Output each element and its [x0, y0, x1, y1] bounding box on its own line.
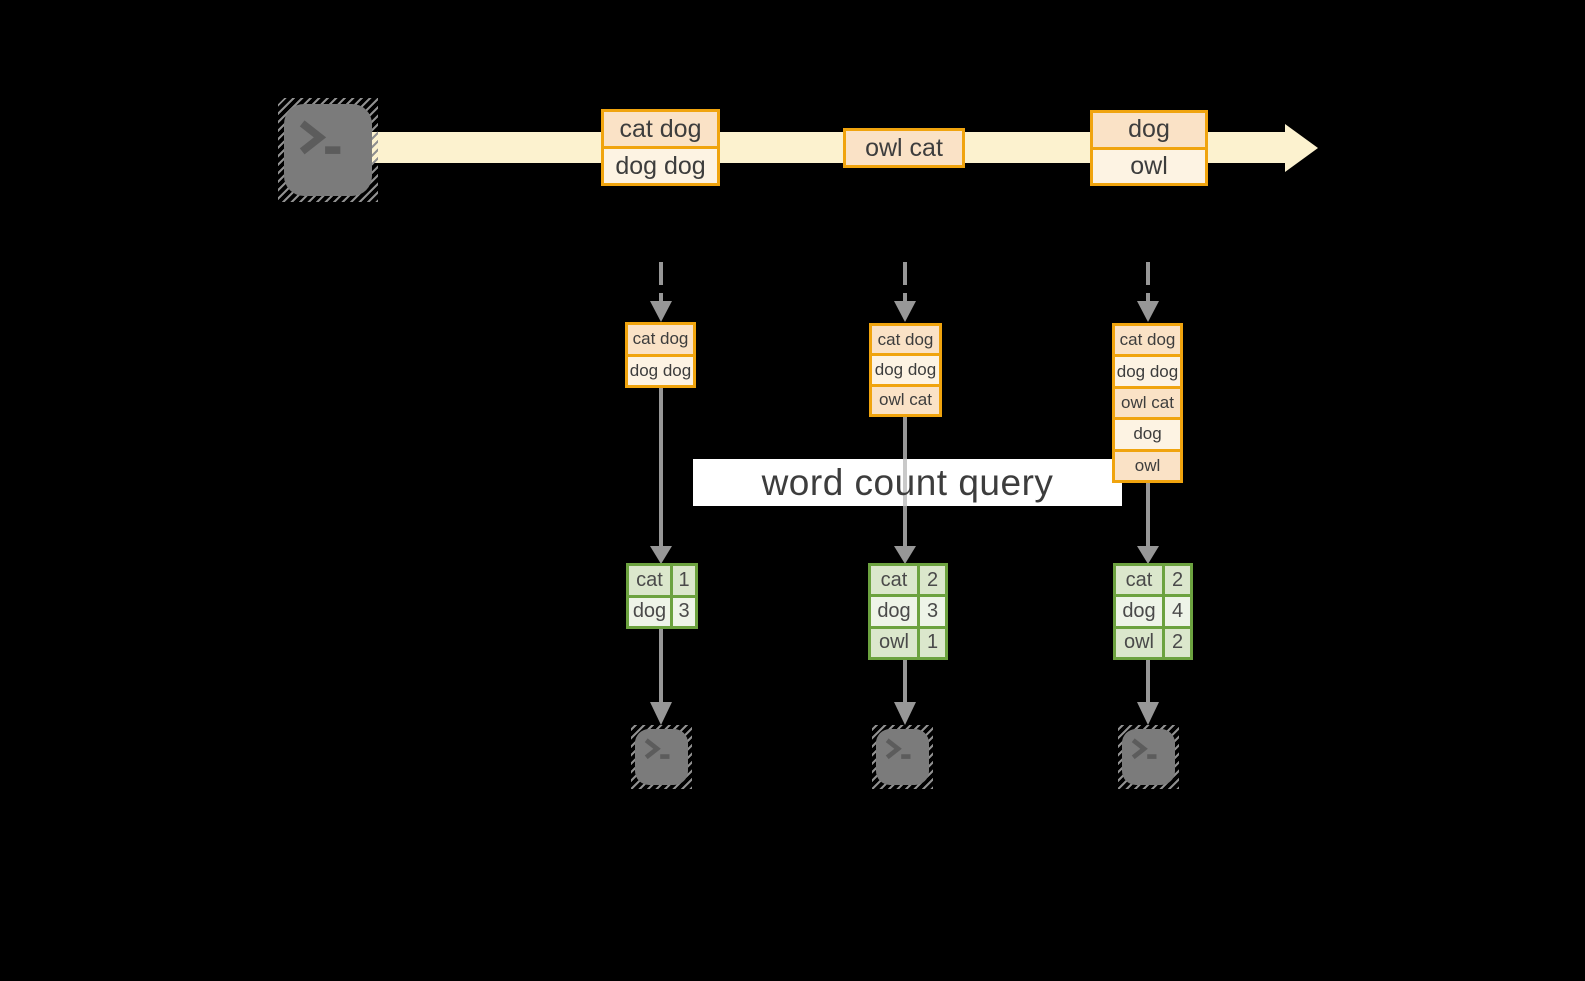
count-cell: 3: [920, 597, 945, 626]
word-cell: dog: [1116, 597, 1162, 626]
query-band: word count query: [693, 459, 1122, 506]
word-cell: cat: [1116, 566, 1162, 595]
count-cell: 1: [673, 566, 695, 595]
state-buffer-1: cat dog dog dog: [625, 322, 696, 388]
stream-arrowhead: [1285, 124, 1318, 172]
event-text: cat dog: [604, 112, 717, 146]
prompt-glyph-icon: [299, 120, 341, 155]
buffer-row: cat dog: [1115, 326, 1180, 355]
word-cell: cat: [629, 566, 670, 595]
state-buffer-3: cat dog dog dog owl cat dog owl: [1112, 323, 1183, 483]
count-cell: 2: [1165, 628, 1190, 657]
count-cell: 2: [1165, 566, 1190, 595]
terminal-icon: [872, 725, 933, 789]
sink-arrow-left: [650, 629, 672, 725]
stream-event-batch-1: cat dog dog dog: [601, 109, 720, 186]
word-cell: cat: [871, 566, 917, 595]
stream-event-batch-3: dog owl: [1090, 110, 1208, 186]
query-label: word count query: [761, 461, 1054, 503]
prompt-glyph-icon: [1131, 738, 1157, 760]
dashed-arrow-left: [650, 262, 672, 322]
count-cell: 3: [673, 597, 695, 626]
buffer-row: dog dog: [628, 356, 693, 385]
buffer-row: owl: [1115, 451, 1180, 481]
sink-arrow-middle: [894, 660, 916, 725]
terminal-icon: [278, 98, 378, 202]
sink-arrow-right: [1137, 660, 1159, 725]
word-cell: owl: [1116, 628, 1162, 657]
event-text: owl cat: [846, 131, 962, 165]
stream-event-batch-2: owl cat: [843, 128, 965, 168]
dashed-arrow-right: [1137, 262, 1159, 322]
event-text: dog dog: [604, 149, 717, 183]
count-table-1: cat 1 dog 3: [626, 563, 698, 629]
buffer-row: cat dog: [628, 325, 693, 354]
buffer-row: cat dog: [872, 326, 939, 354]
event-text: owl: [1093, 149, 1205, 183]
buffer-row: owl cat: [872, 386, 939, 414]
count-cell: 1: [920, 628, 945, 657]
word-cell: dog: [871, 597, 917, 626]
event-text: dog: [1093, 113, 1205, 147]
count-table-3: cat 2 dog 4 owl 2: [1113, 563, 1193, 660]
prompt-glyph-icon: [885, 738, 911, 760]
word-cell: owl: [871, 628, 917, 657]
prompt-glyph-icon: [644, 738, 670, 760]
count-cell: 2: [920, 566, 945, 595]
buffer-row: dog dog: [872, 356, 939, 384]
count-cell: 4: [1165, 597, 1190, 626]
query-arrow-left: [650, 388, 672, 564]
terminal-icon: [1118, 725, 1179, 789]
count-table-2: cat 2 dog 3 owl 1: [868, 563, 948, 660]
dashed-arrow-middle: [894, 262, 916, 322]
state-buffer-2: cat dog dog dog owl cat: [869, 323, 942, 417]
buffer-row: owl cat: [1115, 388, 1180, 418]
terminal-icon: [631, 725, 692, 789]
query-arrow-right: [1137, 483, 1159, 564]
word-cell: dog: [629, 597, 670, 626]
buffer-row: dog dog: [1115, 357, 1180, 386]
buffer-row: dog: [1115, 420, 1180, 449]
